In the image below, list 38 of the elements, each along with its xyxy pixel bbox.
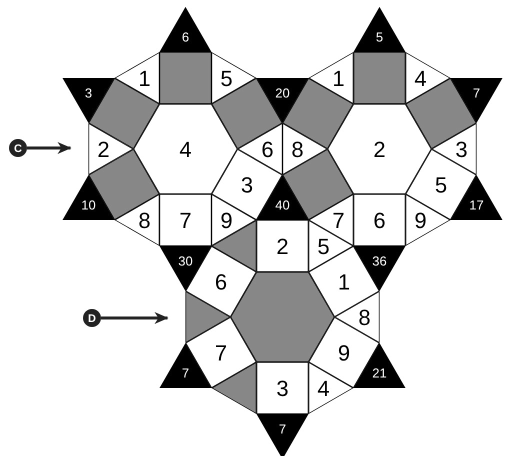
square-tile: 2 [256,220,308,272]
triangle-tile: 20 [256,78,308,123]
triangle-tile: 3 [62,78,114,123]
square-tile: 7 [159,194,212,246]
triangle-tile: 5 [354,6,406,52]
triangle-tile: 8 [282,123,328,175]
triangle-tile: 40 [256,175,308,220]
triangle-tile: 8 [334,291,380,343]
shaded-triangle [212,362,256,414]
letter-marker: D [83,309,101,327]
triangle-tile: 2 [88,123,134,175]
triangle-tile: 7 [450,78,502,123]
arrow [27,142,72,154]
triangle-tile: 1 [114,52,160,104]
triangle-tile: 4 [406,52,450,104]
triangle-tile: 4 [308,362,354,414]
shaded-triangle [185,291,230,343]
triangle-tile: 6 [160,6,212,52]
triangle-tile: 9 [211,194,256,246]
square-tile: 3 [256,362,308,414]
triangle-tile: 10 [62,175,114,220]
triangle-tile: 8 [114,194,160,246]
triangle-tile: 3 [432,123,477,175]
triangle-tile: 21 [354,343,406,388]
triangle-tile: 7 [160,343,212,388]
triangle-tile: 5 [211,52,256,104]
triangle-tile: 6 [238,123,283,175]
triangle-tile: 30 [160,246,212,292]
triangle-tile: 9 [406,194,450,246]
square-tile: 6 [354,194,406,246]
shaded-square [354,52,406,104]
triangle-tile: 17 [450,175,502,220]
shaded-square [159,52,212,104]
triangle-tile: 7 [256,414,308,456]
triangle-tile: 1 [308,52,354,104]
triangle-tile: 36 [354,246,406,292]
letter-marker: C [9,139,27,157]
arrow [101,312,168,324]
